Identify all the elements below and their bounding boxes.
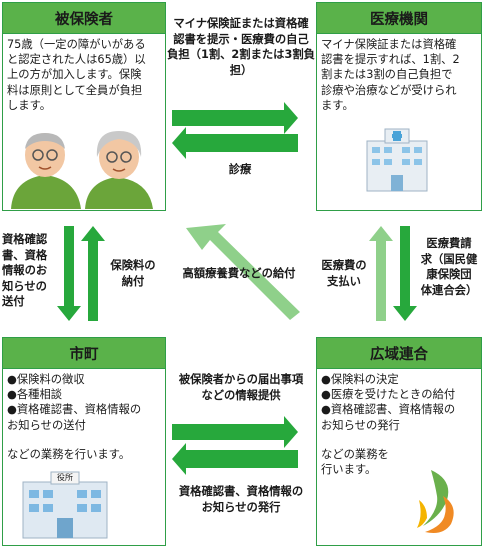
label-city-to-insured: 保険料の 納付	[110, 259, 156, 288]
label-medical-to-insured: 診療	[228, 163, 252, 176]
city-box: 市町 ●保険料の徴収 ●各種相談 ●資格確認書、資格情報の お知らせの送付 など…	[2, 337, 166, 546]
insured-box: 被保険者 75歳（一定の障がいがある と認定された人は65歳）以 上の方が加入し…	[2, 2, 166, 211]
city-note: などの業務を行います。	[7, 447, 131, 461]
city-item-consult: ●各種相談	[7, 388, 63, 402]
arrow-union-to-insured	[186, 224, 300, 320]
city-office-illustration: 役所	[17, 470, 113, 540]
medical-title: 医療機関	[317, 3, 481, 34]
arrow-insured-to-city	[57, 226, 81, 321]
union-box: 広域連合 ●保険料の決定 ●医療を受けたときの給付 ●資格確認書、資格情報の お…	[316, 337, 482, 546]
city-building-sign: 役所	[57, 473, 73, 482]
hospital-building-icon	[366, 128, 428, 192]
label-union-to-insured: 高額療養費などの給付	[182, 267, 296, 280]
arrow-medical-to-union	[393, 226, 417, 321]
label-union-to-medical: 医療費の 支払い	[321, 259, 367, 288]
arrow-union-to-city	[172, 443, 298, 475]
union-item-benefit: ●医療を受けたときの給付	[321, 388, 456, 402]
label-insured-to-city: 資格確認 書、資格 情報のお 知らせの 送付	[2, 233, 48, 308]
union-note: などの業務を 行います。	[321, 447, 389, 477]
union-logo	[417, 470, 454, 533]
label-union-to-city: 資格確認書、資格情報の お知らせの発行	[178, 485, 304, 514]
city-item-collect: ●保険料の徴収	[7, 373, 85, 386]
medical-text: マイナ保険証または資格確 認書を提示すれば、1割、2 割または3割の自己負担で …	[321, 38, 460, 112]
arrow-city-to-insured	[81, 226, 105, 321]
union-title: 広域連合	[317, 338, 481, 369]
arrow-union-to-medical	[369, 226, 393, 321]
insured-text: 75歳（一定の障がいがある と認定された人は65歳）以 上の方が加入します。保険…	[7, 38, 146, 112]
city-title: 市町	[3, 338, 165, 369]
arrow-insured-to-medical	[172, 102, 298, 134]
union-item-issue: ●資格確認書、資格情報の お知らせの発行	[321, 403, 456, 432]
medical-box: 医療機関 マイナ保険証または資格確 認書を提示すれば、1割、2 割または3割の自…	[316, 2, 482, 211]
label-medical-to-union: 医療費請 求（国民健 康保険団 体連合会）	[420, 237, 478, 297]
label-city-to-union: 被保険者からの届出事項 などの情報提供	[178, 373, 304, 402]
city-item-send: ●資格確認書、資格情報の お知らせの送付	[7, 403, 142, 432]
elderly-couple-illustration	[11, 131, 153, 209]
arrow-medical-to-insured	[172, 127, 298, 159]
label-insured-to-medical: マイナ保険証または資格確 認書を提示・医療費の自己 負担（1割、2割または3割負…	[167, 17, 315, 77]
arrow-city-to-union	[172, 416, 298, 448]
insured-title: 被保険者	[3, 3, 165, 34]
union-item-decide: ●保険料の決定	[321, 373, 399, 386]
